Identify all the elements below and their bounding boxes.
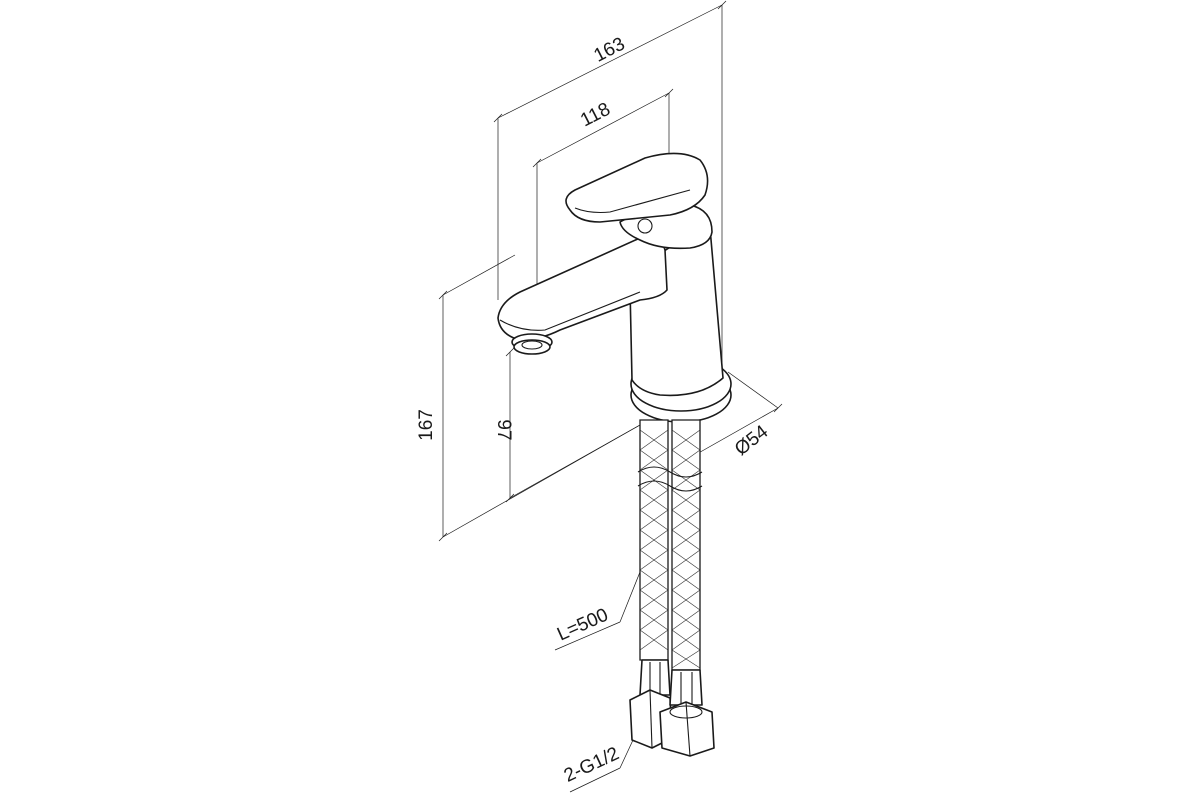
label-connection: 2-G1/2	[561, 743, 623, 787]
dimension-label-97: 97	[493, 419, 514, 440]
faucet-body	[497, 152, 732, 423]
braided-hoses	[637, 419, 703, 671]
dimension-label-167: 167	[416, 409, 437, 441]
dimension-label-118: 118	[577, 99, 614, 131]
hose-fittings	[629, 659, 715, 757]
label-hose-length: L=500	[554, 605, 611, 646]
dimension-label-d54: Ø54	[731, 421, 773, 460]
leader-connection: 2-G1/2	[561, 724, 641, 793]
dimension-label-163: 163	[591, 34, 629, 67]
dimension-97: 97	[493, 347, 641, 503]
leader-hose-length: L=500	[554, 571, 641, 651]
